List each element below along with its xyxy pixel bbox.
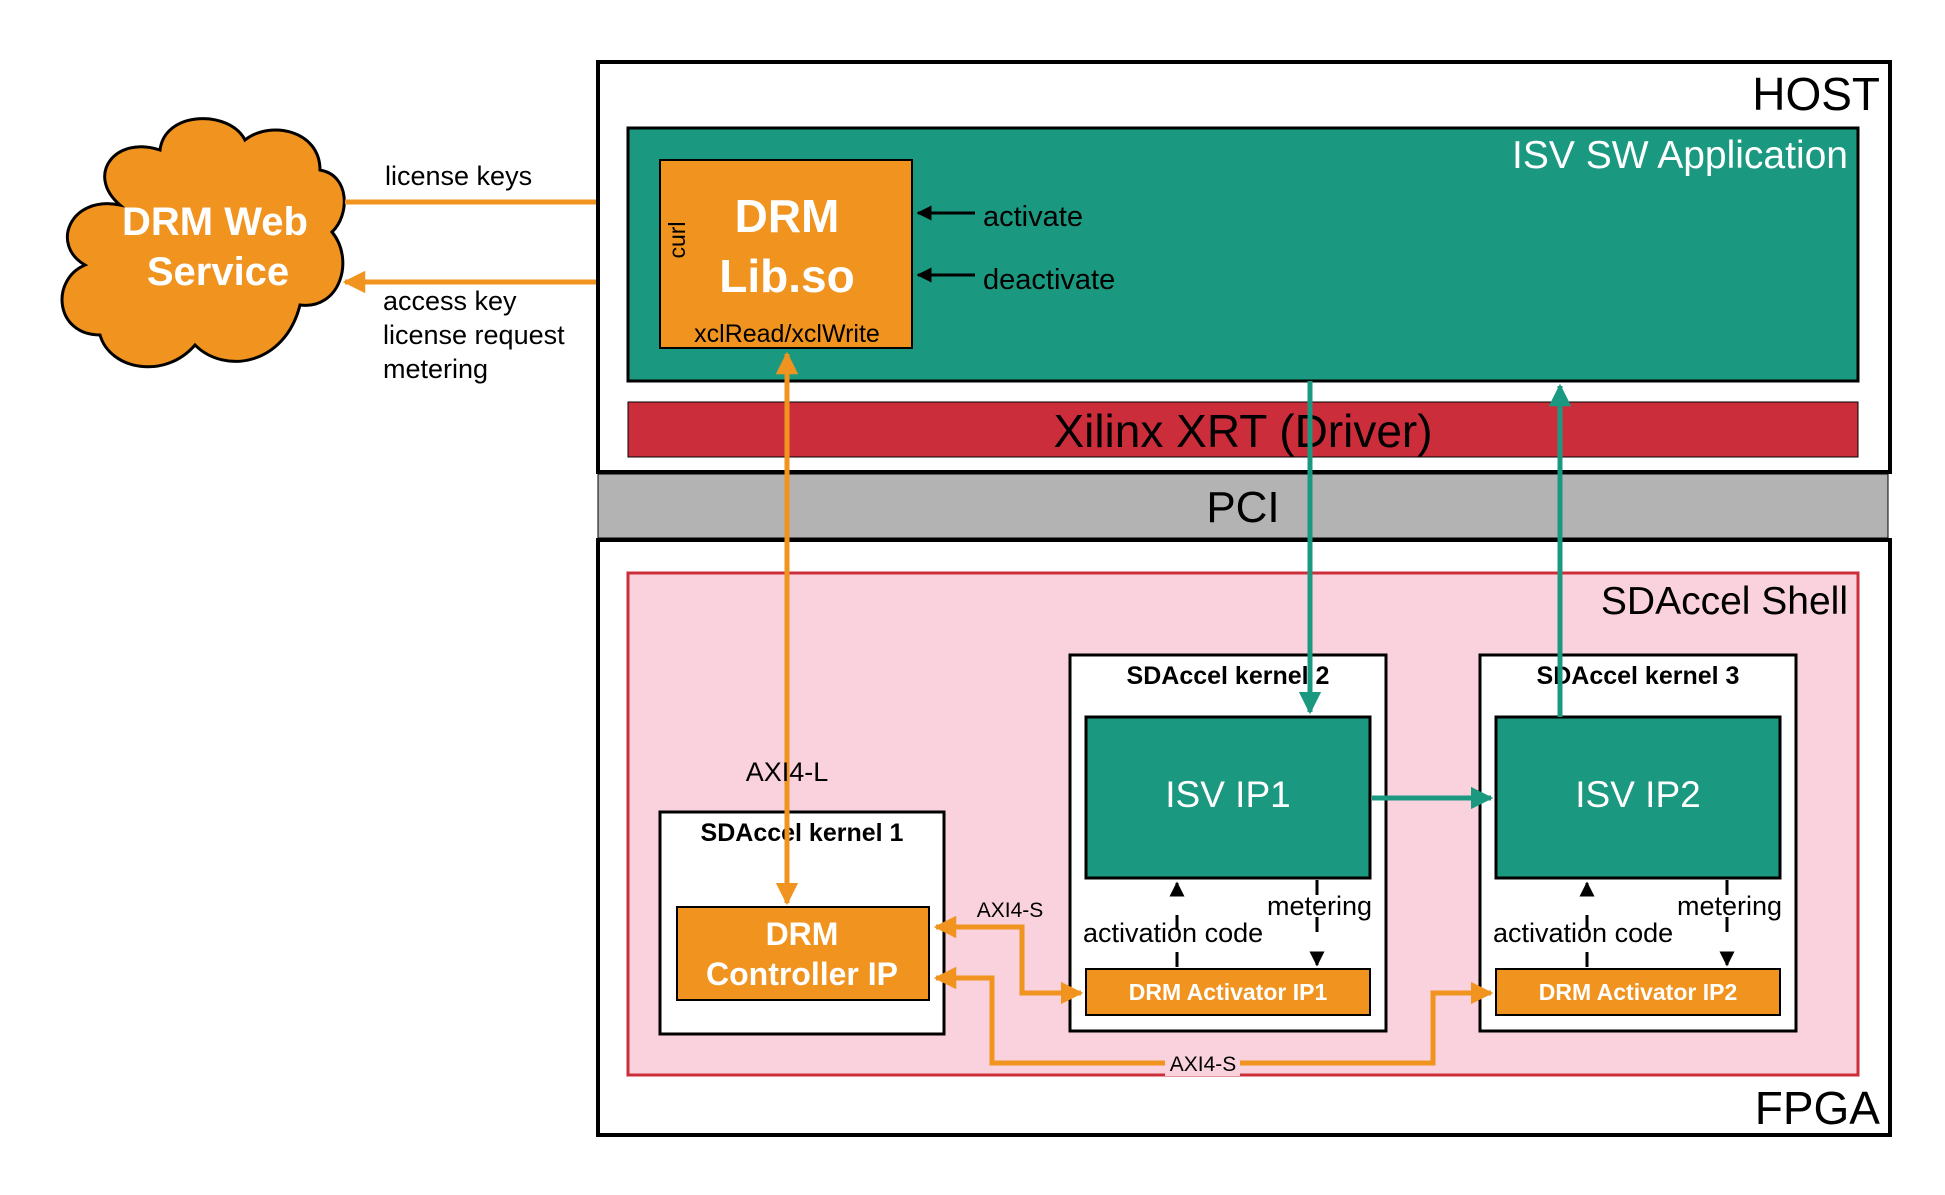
xilinx-xrt-label: Xilinx XRT (Driver) [1053,405,1432,457]
cloud-label-line2: Service [147,250,289,294]
curl-label: curl [664,221,690,258]
sdaccel-kernel-1-title: SDAccel kernel 1 [701,819,904,847]
host-label: HOST [1752,68,1880,120]
drm-controller-ip-box [676,906,930,1001]
drm-web-service-cloud: DRM Web Service [60,117,346,369]
isv-sw-application-label: ISV SW Application [1512,134,1848,177]
deactivate-label: deactivate [983,264,1115,296]
sdaccel-kernel-3-title: SDAccel kernel 3 [1537,662,1740,690]
fpga-box: FPGA SDAccel Shell SDAccel kernel 1 DRM … [596,538,1892,1137]
metering-label: metering [383,354,488,384]
axi4s-label-2: AXI4-S [1170,1053,1237,1076]
axi4l-label: AXI4-L [746,757,829,787]
xilinx-xrt-bar [627,401,1859,458]
drm-lib-line2: Lib.so [719,250,854,302]
activation-code-label-2: activation code [1493,918,1673,948]
drm-controller-line1: DRM [766,916,839,952]
activation-code-label-1: activation code [1083,918,1263,948]
drm-activator-ip1-label: DRM Activator IP1 [1129,979,1328,1005]
activate-label: activate [983,201,1083,233]
isv-ip2-label: ISV IP2 [1575,774,1700,815]
pci-label: PCI [1206,483,1279,532]
isv-ip1-box [1084,715,1372,880]
access-key-label: access key [383,286,517,316]
isv-ip1-label: ISV IP1 [1165,774,1290,815]
host-box: HOST ISV SW Application DRM Lib.so curl … [596,60,1892,474]
axi4s-label-1: AXI4-S [977,899,1044,922]
drm-controller-line2: Controller IP [706,956,898,992]
drm-activator-ip2-label: DRM Activator IP2 [1539,979,1738,1005]
metering-label-2: metering [1677,891,1782,921]
license-request-label: license request [383,320,565,350]
axi4s-label-2-bg [1165,1050,1240,1076]
metering-label-1: metering [1267,891,1372,921]
cloud-label-line1: DRM Web [122,200,308,244]
pci-bar: PCI [597,473,1889,539]
drm-lib-line1: DRM [735,190,840,242]
xcl-read-write-label: xclRead/xclWrite [694,320,880,348]
drm-activator-ip2-box [1495,968,1781,1016]
sdaccel-shell-label: SDAccel Shell [1601,580,1848,623]
drm-lib-box [659,159,913,349]
license-keys-label: license keys [385,161,532,191]
sdaccel-kernel-2-title: SDAccel kernel 2 [1127,662,1330,690]
isv-ip2-box [1494,715,1782,880]
fpga-label: FPGA [1755,1082,1881,1134]
